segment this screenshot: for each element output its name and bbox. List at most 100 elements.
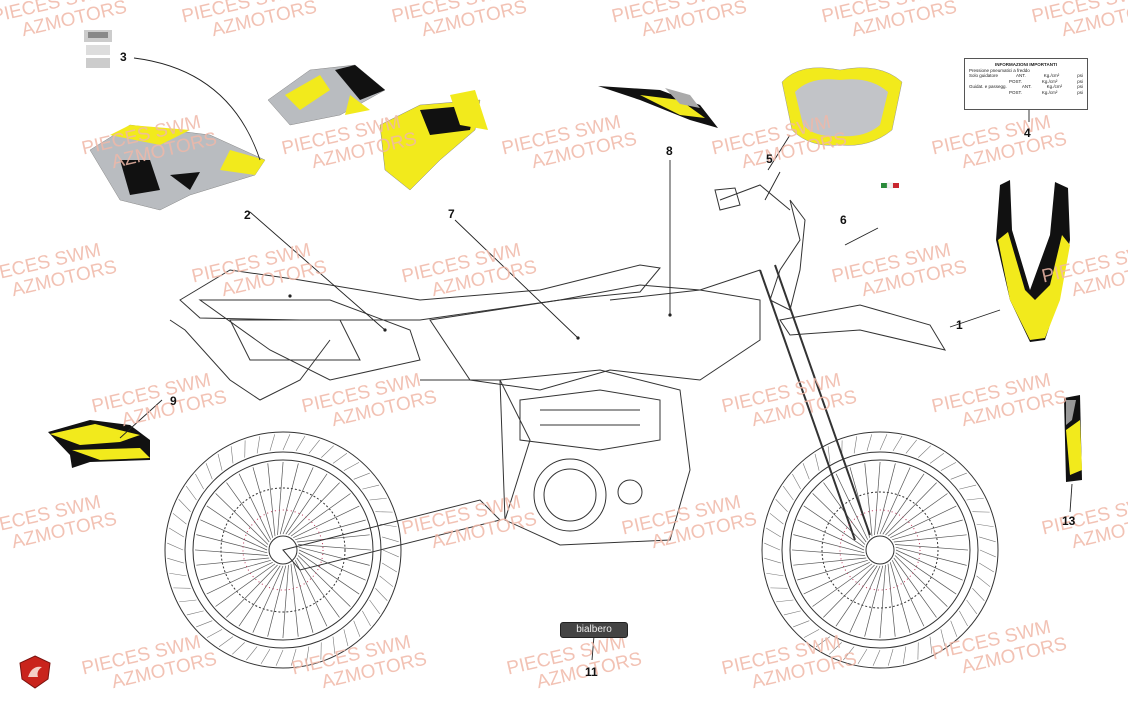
tread-mark — [764, 542, 781, 551]
spoke — [238, 473, 272, 540]
spoke — [226, 482, 270, 543]
sticker-unit: psi — [1077, 78, 1083, 84]
tank-shroud — [429, 284, 761, 391]
callout-7: 7 — [448, 207, 455, 221]
tread-mark — [843, 646, 855, 661]
spoke — [803, 561, 870, 595]
tread-mark — [362, 610, 371, 627]
spoke — [895, 552, 957, 595]
spoke — [797, 559, 868, 581]
tread-mark — [966, 599, 978, 615]
tread-mark — [979, 536, 996, 543]
spoke — [290, 493, 351, 537]
tread-mark — [232, 642, 245, 655]
front-fork — [759, 269, 856, 541]
tread-mark — [167, 542, 184, 551]
spoke — [893, 534, 967, 543]
spoke — [835, 473, 869, 540]
tread-mark — [168, 527, 185, 538]
tread-mark — [976, 575, 991, 587]
tread-mark — [353, 472, 370, 480]
spoke — [267, 565, 287, 637]
tread-mark — [332, 636, 336, 654]
tread-mark — [892, 435, 903, 452]
sticker-ant: ANT. — [1016, 73, 1026, 78]
tread-mark — [972, 588, 985, 601]
tread-mark — [217, 453, 223, 471]
spoke — [196, 534, 268, 554]
tread-mark — [205, 463, 213, 480]
callout-8: 8 — [666, 144, 673, 158]
tire-pressure-sticker: INFORMAZIONI IMPORTANTI Pressione pneuma… — [964, 58, 1088, 110]
tread-mark — [979, 549, 996, 558]
spoke — [803, 505, 865, 548]
tread-mark — [172, 513, 187, 525]
decal-3 — [84, 30, 112, 68]
spoke — [849, 565, 881, 633]
spoke — [282, 565, 289, 639]
bialbero-badge: bialbero — [560, 622, 628, 638]
decal-6 — [881, 182, 899, 189]
engine-cover — [533, 458, 607, 532]
tread-mark — [829, 642, 842, 655]
sticker-post: POST. — [1009, 78, 1023, 84]
tread-mark — [379, 575, 394, 587]
spoke — [293, 505, 360, 539]
sticker-unit: psi — [1077, 73, 1083, 78]
callout-11: 11 — [585, 665, 598, 679]
rear-tire — [164, 431, 402, 669]
spoke — [297, 555, 351, 607]
callout-2: 2 — [244, 208, 251, 222]
tread-mark — [950, 472, 967, 480]
tread-mark — [803, 629, 820, 638]
leader-lines — [119, 57, 1073, 661]
callout-4: 4 — [1024, 126, 1031, 140]
decal-7 — [267, 64, 488, 191]
spoke — [895, 549, 963, 581]
engine — [499, 369, 691, 546]
tread-mark — [940, 629, 946, 647]
tread-mark — [966, 497, 984, 501]
spoke — [876, 463, 896, 535]
tread-mark — [382, 536, 399, 543]
spoke — [864, 463, 873, 537]
tread-mark — [186, 610, 204, 616]
swingarm — [282, 499, 501, 571]
tread-mark — [783, 610, 801, 616]
spoke — [206, 505, 268, 548]
spoke — [298, 544, 372, 551]
exhaust — [229, 319, 361, 361]
spoke — [200, 559, 271, 581]
sticker-unit: psi — [1077, 89, 1083, 95]
spoke — [891, 560, 925, 627]
tread-mark — [353, 620, 361, 637]
spoke — [282, 467, 314, 535]
sticker-post: POST. — [1009, 89, 1023, 95]
tread-mark — [959, 610, 968, 627]
tread-mark — [256, 436, 261, 454]
sticker-unit: Kg./cm² — [1041, 89, 1058, 95]
tread-mark — [369, 497, 387, 501]
callout-3: 3 — [120, 50, 127, 64]
tread-mark — [918, 445, 931, 458]
spoke — [288, 482, 340, 536]
tread-mark — [815, 636, 831, 648]
sticker-row-label: Guidat. e passegg. — [969, 84, 1007, 89]
tread-mark — [260, 648, 271, 665]
tread-mark — [887, 649, 894, 666]
spoke — [791, 549, 865, 556]
tread-mark — [269, 434, 276, 451]
tread-mark — [782, 485, 794, 501]
tread-mark — [369, 599, 381, 615]
sticker-unit: Kg./cm² — [1046, 84, 1063, 89]
tread-mark — [814, 453, 820, 471]
tread-mark — [765, 527, 782, 538]
sticker-row: POST. Kg./cm² psi — [969, 90, 1083, 96]
tread-mark — [872, 649, 881, 666]
spoke — [215, 493, 269, 545]
tread-mark — [866, 434, 873, 451]
sticker-unit: Kg./cm² — [1043, 73, 1060, 78]
tread-mark — [775, 499, 788, 512]
decal-5 — [781, 67, 903, 146]
